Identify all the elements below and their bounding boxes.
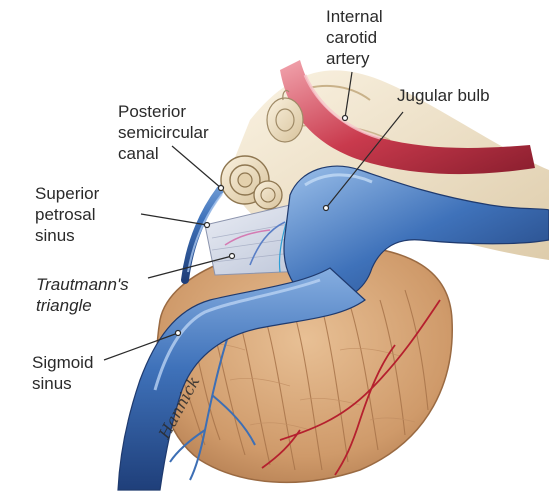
- leader-line-jugular-bulb: [325, 111, 404, 209]
- leader-dot-internal-carotid: [341, 114, 349, 122]
- label-internal-carotid-artery: Internal carotid artery: [326, 7, 383, 68]
- internal-carotid-artery: [280, 60, 535, 175]
- leader-line-internal-carotid: [344, 71, 353, 119]
- cerebellar-arteries: [261, 299, 441, 476]
- label-jugular-bulb: Jugular bulb: [397, 86, 490, 105]
- leader-dot-jugular-bulb: [322, 204, 330, 212]
- label-trautmanns-triangle: Trautmann's triangle: [36, 275, 129, 315]
- posterior-semicircular-canal: [220, 89, 304, 210]
- leader-line-posterior-canal: [171, 145, 222, 189]
- leader-line-trautmann: [147, 255, 233, 279]
- leader-line-superior-petrosal: [140, 213, 208, 226]
- label-superior-petrosal-sinus: Superior petrosal sinus: [35, 184, 100, 245]
- leader-dot-posterior-canal: [217, 184, 225, 192]
- leader-dot-trautmann: [228, 252, 236, 260]
- leader-dots: [174, 114, 349, 337]
- leader-dot-sigmoid: [174, 329, 182, 337]
- leader-dot-superior-petrosal: [203, 221, 211, 229]
- label-sigmoid-sinus: Sigmoid sinus: [32, 353, 94, 393]
- leader-lines: [103, 71, 404, 361]
- sigmoid-sinus: [117, 267, 366, 491]
- cerebellar-veins: [169, 329, 256, 481]
- label-posterior-semicircular-canal: Posterior semicircular canal: [118, 102, 209, 163]
- leader-line-sigmoid: [103, 332, 179, 361]
